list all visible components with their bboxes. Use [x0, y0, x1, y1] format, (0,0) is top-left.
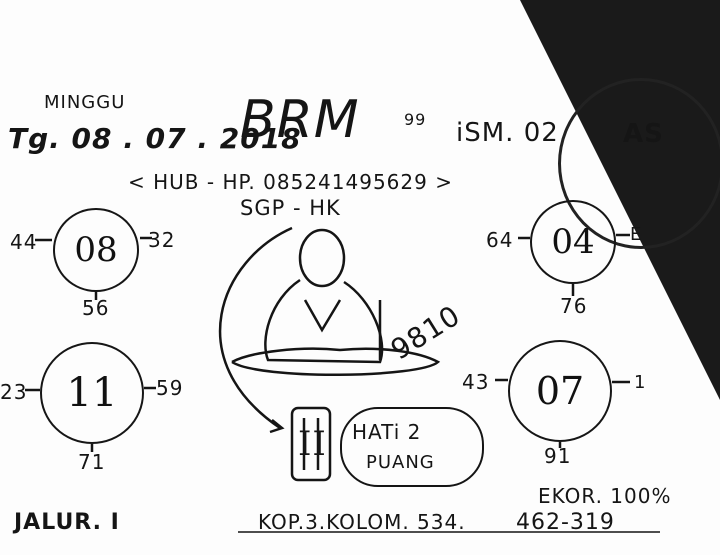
- circle-bottom-right-left: 43: [462, 370, 490, 394]
- cloud-bubble: [340, 407, 484, 487]
- date-label: Tg. 08 . 07 . 2018: [8, 122, 302, 155]
- circle-top-left: 08: [53, 208, 139, 292]
- circle-bottom-right: 07: [508, 340, 612, 442]
- circle-top-left-right: 32: [148, 228, 176, 252]
- ekor-values: 462-319: [516, 510, 615, 535]
- stamp-seal: AS: [558, 78, 720, 249]
- cloud-text-1: HATi 2: [352, 420, 422, 444]
- kop-label: KOP.3.KOLOM. 534.: [258, 510, 466, 534]
- circle-bottom-left-right: 59: [156, 376, 184, 400]
- circle-bottom-right-below: 91: [544, 444, 572, 468]
- stamp-letters: AS: [623, 119, 664, 149]
- jalur-label: JALUR. I: [14, 510, 120, 535]
- brand-title: BRM: [240, 90, 360, 150]
- circle-top-left-left: 44: [10, 230, 38, 254]
- circle-top-right-below: 76: [560, 294, 588, 318]
- circle-bottom-right-right: 1: [634, 372, 647, 393]
- circle-bottom-left: 11: [40, 342, 144, 444]
- circle-top-right: 04: [530, 200, 616, 284]
- ekor-label: EKOR. 100%: [538, 484, 672, 508]
- circle-top-right-right: E: [630, 224, 643, 245]
- circle-top-right-left: 64: [486, 228, 514, 252]
- day-label: MINGGU: [44, 92, 126, 113]
- contact-line: < HUB - HP. 085241495629 >: [128, 170, 453, 194]
- center-number: 9810: [384, 298, 467, 367]
- cloud-text-2: PUANG: [366, 452, 435, 473]
- circle-top-left-below: 56: [82, 296, 110, 320]
- circle-bottom-left-left: 23: [0, 380, 28, 404]
- ism-label: iSM. 02: [456, 118, 559, 148]
- circle-bottom-left-below: 71: [78, 450, 106, 474]
- center-box-value: II: [298, 424, 327, 464]
- brand-superscript: 99: [404, 110, 427, 129]
- markets-label: SGP - HK: [240, 196, 341, 220]
